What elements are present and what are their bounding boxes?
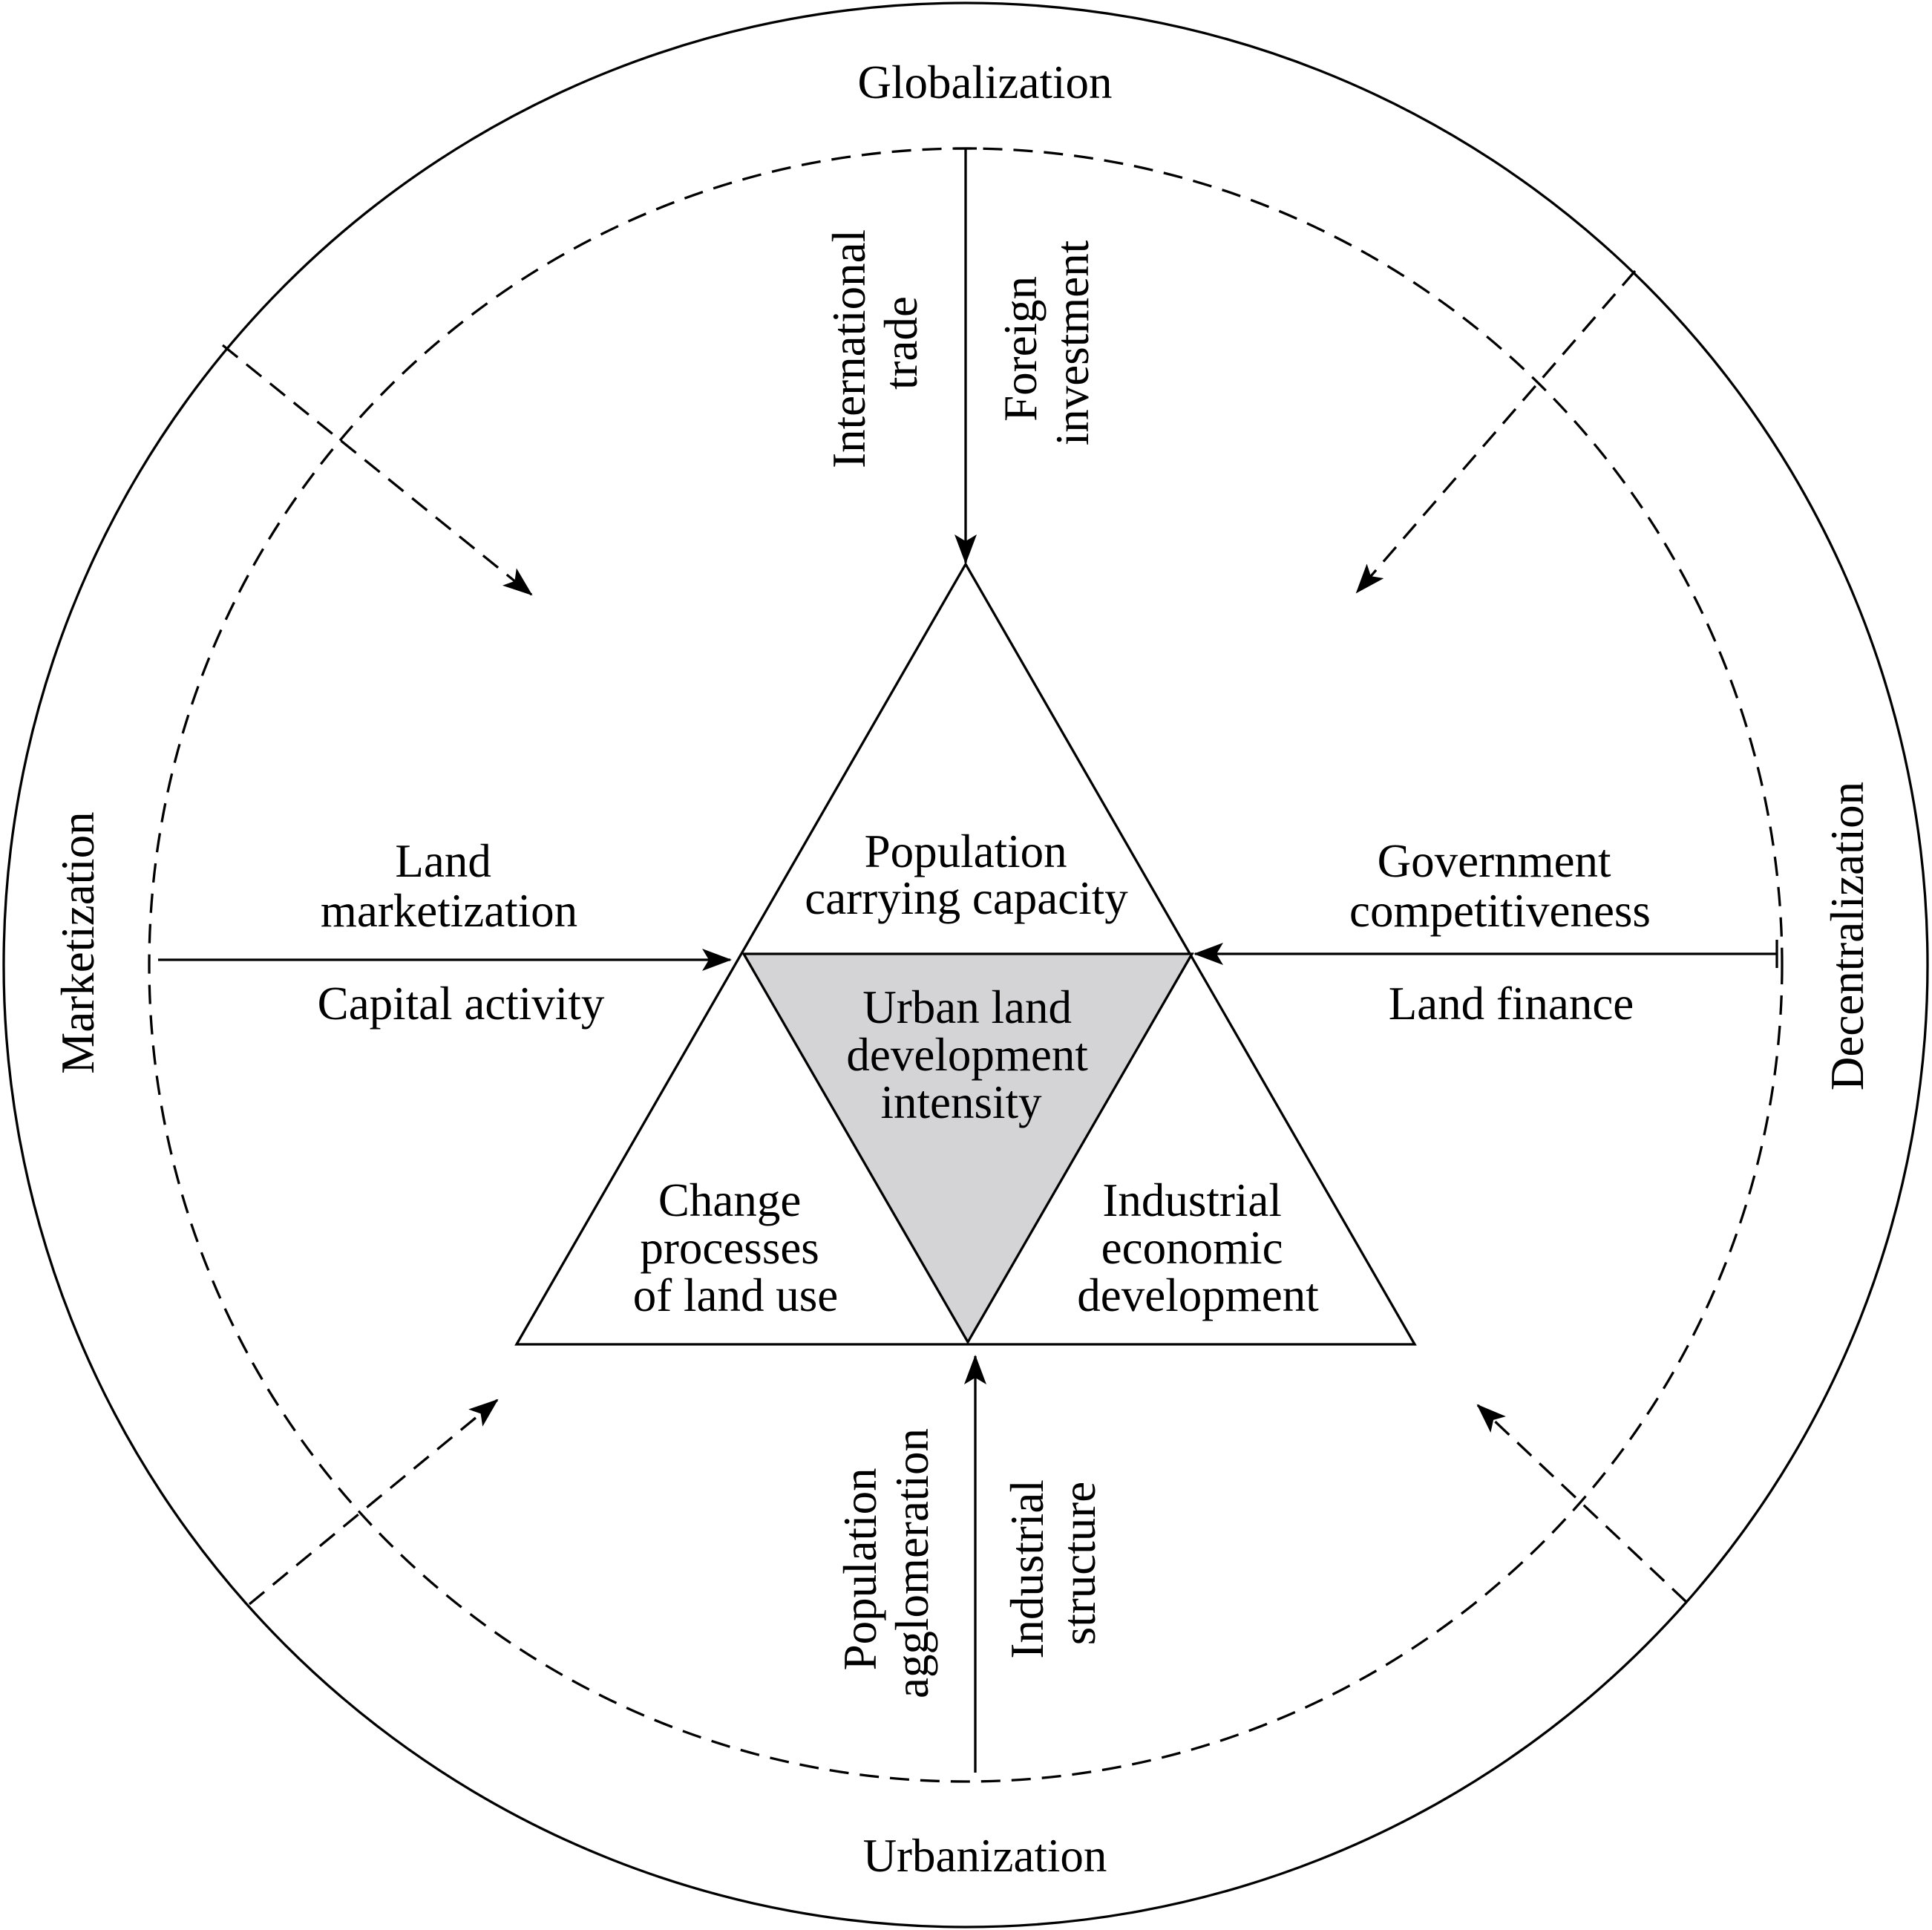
center-triangle xyxy=(741,952,1194,1345)
land-marketization-label: Land marketization xyxy=(321,835,577,937)
foreign-investment-label: Foreign investment xyxy=(995,240,1098,445)
diagonal-arrow-top-left xyxy=(221,344,533,596)
capital-activity-label: Capital activity xyxy=(318,978,605,1030)
industrial-structure-label: Industrial structure xyxy=(1001,1468,1105,1658)
population-carrying-capacity-label: Population carrying capacity xyxy=(805,825,1128,924)
diagonal-arrow-top-right xyxy=(1355,269,1637,594)
urbanization-label: Urbanization xyxy=(863,1830,1107,1882)
diagonal-arrow-bottom-right xyxy=(1476,1404,1688,1603)
government-competitiveness-label: Government competitiveness xyxy=(1349,835,1651,937)
diagonal-arrow-bottom-left xyxy=(248,1399,499,1606)
international-trade-label: International trade xyxy=(823,217,927,468)
globalization-label: Globalization xyxy=(858,56,1113,108)
change-processes-of-land-use-label: Change processes of land use xyxy=(633,1174,838,1321)
land-finance-label: Land finance xyxy=(1389,978,1634,1030)
population-agglomeration-label: Population agglomeration xyxy=(834,1428,938,1698)
decentralization-label: Decentralization xyxy=(1821,782,1873,1090)
marketization-label: Marketization xyxy=(52,811,104,1073)
urban-land-development-intensity-label: Urban land development intensity xyxy=(846,981,1099,1128)
industrial-economic-development-label: Industrial economic development xyxy=(1077,1174,1319,1321)
